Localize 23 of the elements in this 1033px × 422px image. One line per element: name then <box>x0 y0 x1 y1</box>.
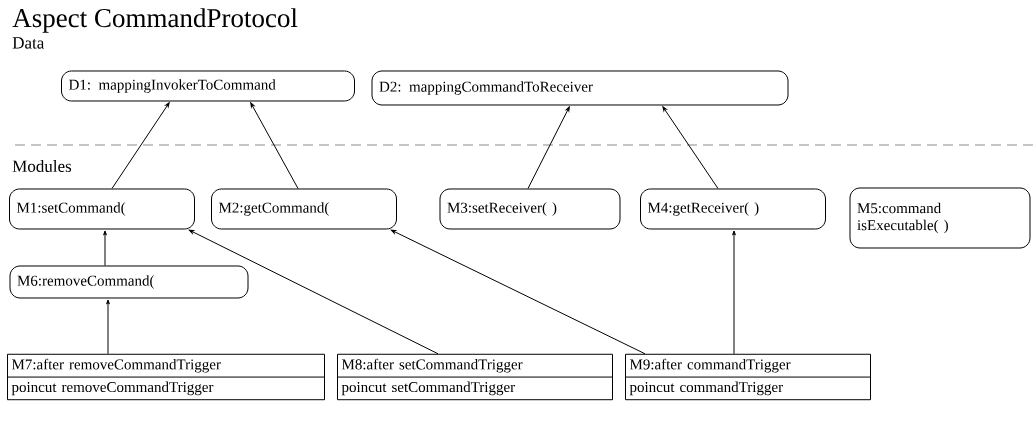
arrow <box>390 229 646 355</box>
module-box: M5:command isExecutable( ) <box>849 187 1031 249</box>
arrow <box>732 230 736 355</box>
arrow <box>103 230 107 266</box>
arrow <box>250 102 299 189</box>
arrow <box>106 299 110 355</box>
module-box: D1: mappingInvokerToCommand <box>61 70 355 102</box>
arrow <box>111 102 170 189</box>
title: Aspect CommandProtocol <box>12 8 298 33</box>
class-box: M7:after removeCommandTrigger poincut removeCommandTrigger <box>7 353 325 401</box>
module-box: M2:getCommand( <box>211 188 397 230</box>
arrow <box>662 106 719 189</box>
arrow <box>188 229 439 355</box>
module-box: M6:removeCommand( <box>9 265 249 299</box>
section-label: Modules <box>12 160 72 172</box>
arrow <box>527 106 570 189</box>
module-box: M3:setReceiver( ) <box>439 188 621 230</box>
module-box: M4:getReceiver( ) <box>640 188 826 230</box>
section-label: Data <box>12 37 45 49</box>
class-box: M8:after setCommandTrigger poincut setCommandTrigger <box>337 353 613 401</box>
module-box: D2: mappingCommandToReceiver <box>371 70 789 106</box>
module-box: M1:setCommand( <box>9 188 195 230</box>
class-box: M9:after commandTrigger poincut commandTrigger <box>625 353 871 401</box>
